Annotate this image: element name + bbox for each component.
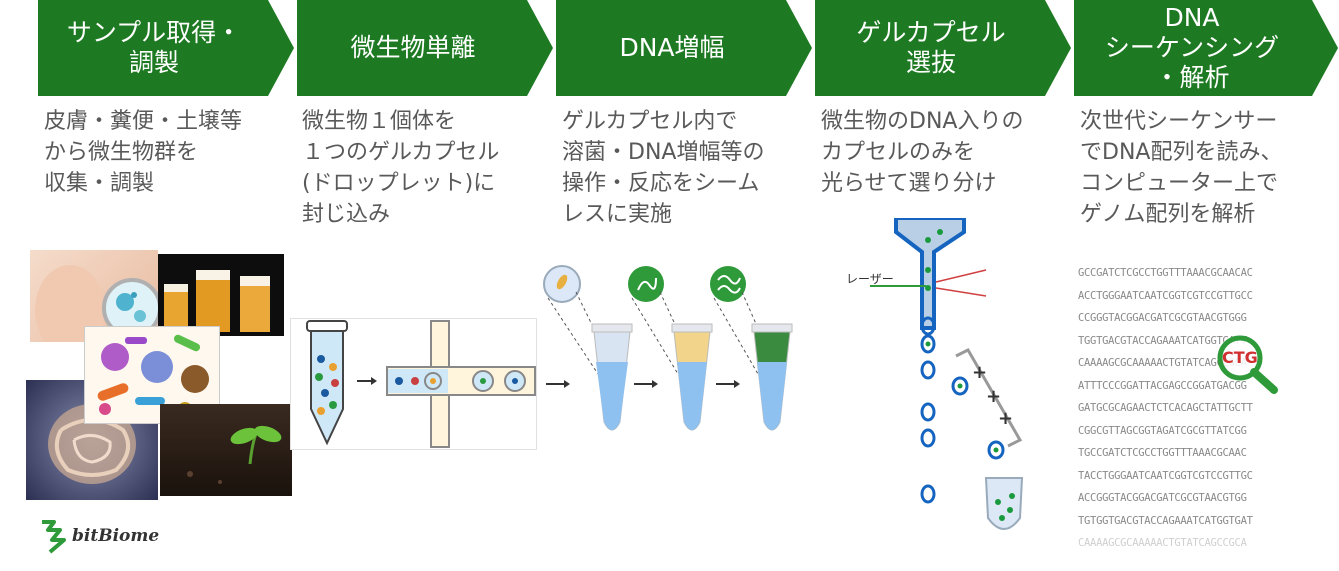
step-arrow xyxy=(815,0,1071,96)
step-title: 微生物単離 xyxy=(350,33,476,62)
dna-line: TACCTGGGAATCAATCGGTCGTCCGTTGC xyxy=(1078,469,1253,482)
step-description: 微生物のDNA入りの カプセルのみを 光らせて選り分け xyxy=(821,109,1024,196)
dna-line: ATTTCCCGGATTACGAGCCGGATGACGG xyxy=(1078,379,1247,392)
step-title: DNA シーケンシング ・解析 xyxy=(1104,3,1280,92)
dna-amplification-illustration xyxy=(543,265,793,431)
dna-sequence-panel: GCCGATCTCGCCTGGTTTAAACGCAACAC ACCTGGGAAT… xyxy=(1078,262,1339,571)
logo-text: bitBiome xyxy=(72,526,160,546)
step-arrow xyxy=(1074,0,1338,96)
step-1: サンプル取得・ 調製 xyxy=(38,0,296,96)
dna-line: CAAAAGCGCAAAAACTGTATCAGCCGCA xyxy=(1078,357,1247,369)
svg-text:+: + xyxy=(998,408,1013,429)
soil-photo xyxy=(160,404,292,496)
step-arrow xyxy=(556,0,812,96)
magnifier-icon xyxy=(1217,335,1278,394)
step-description: 微生物１個体を １つのゲルカプセル (ドロップレット)に 封じ込み xyxy=(302,109,500,227)
dna-line: TGGTGACGTACCAGAAATCATGGTGATT xyxy=(1078,334,1247,347)
step-title: サンプル取得・ 調製 xyxy=(66,18,242,77)
step-3: DNA増幅 xyxy=(556,0,814,96)
dna-line: CCGGGTACGGACGATCGCGTAACGTGGG xyxy=(1078,312,1247,324)
capsule-sorting-illustration: + + + xyxy=(870,218,1024,530)
step-2: 微生物単離 xyxy=(297,0,555,96)
arrow-icon xyxy=(546,380,740,388)
step-title: ゲルカプセル 選抜 xyxy=(856,18,1006,77)
step-description: 次世代シーケンサー でDNA配列を読み、 コンピューター上で ゲノム配列を解析 xyxy=(1080,109,1283,227)
svg-text:+: + xyxy=(986,386,1001,407)
dna-line: GCCGATCTCGCCTGGTTTAAACGCAACAC xyxy=(1078,267,1253,279)
svg-text:+: + xyxy=(972,362,987,383)
dna-line: TGCCGATCTCGCCTGGTTTAAACGCAAC xyxy=(1078,447,1247,459)
beer-photo xyxy=(158,254,284,336)
dna-line: ACCTGGGAATCAATCGGTCGTCCGTTGCC xyxy=(1078,289,1253,302)
step-5: DNA シーケンシング ・解析 xyxy=(1074,0,1339,96)
step-title: DNA増幅 xyxy=(619,33,725,62)
step-description: ゲルカプセル内で 溶菌・DNA増幅等の 操作・反応をシーム レスに実施 xyxy=(562,109,765,227)
dna-line: ACCGGGTACGGACGATCGCGTAACGTGG xyxy=(1078,492,1247,504)
search-badge: CTG xyxy=(1222,348,1258,367)
bitbiome-logo-icon xyxy=(42,520,66,554)
dna-line: TGTGGTGACGTACCAGAAATCATGGTGAT xyxy=(1078,514,1253,527)
dna-line: GATGCGCAGAACTCTCACAGCTATTGCTT xyxy=(1078,402,1253,414)
laser-label: レーザー xyxy=(846,272,894,286)
step-description: 皮膚・糞便・土壌等 から微生物群を 収集・調製 xyxy=(44,109,243,196)
dna-line: CGGCGTTAGCGGTAGATCGCGTTATCGG xyxy=(1078,424,1247,437)
step-4: ゲルカプセル 選抜 xyxy=(815,0,1073,96)
step-arrow xyxy=(38,0,294,96)
step-arrow xyxy=(297,0,553,96)
dna-line: CAAAAGCGCAAAAACTGTATCAGCCGCA xyxy=(1078,537,1247,549)
droplet-encapsulation-illustration xyxy=(290,318,537,450)
electrode-plate: + + + xyxy=(955,348,1023,448)
